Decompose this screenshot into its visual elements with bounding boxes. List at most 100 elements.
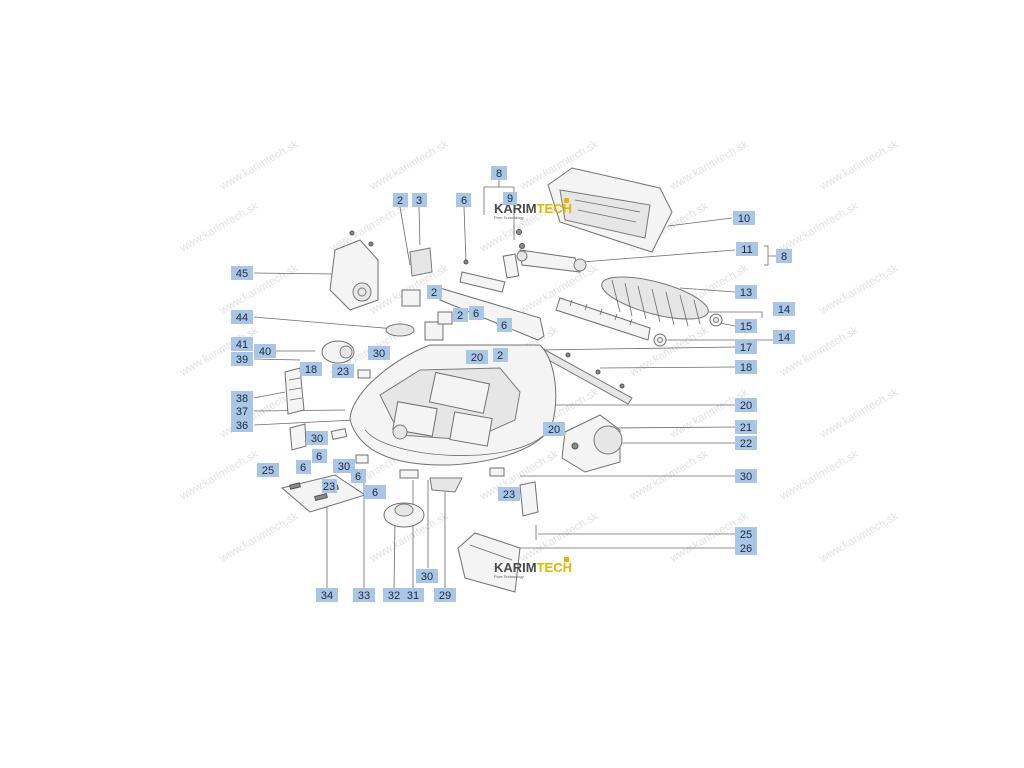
part-9-clip xyxy=(502,229,525,279)
callout-25: 25 xyxy=(735,527,757,541)
callout-6: 6 xyxy=(312,449,327,463)
watermark-text: www.karimtech.sk xyxy=(817,510,901,565)
callout-26: 26 xyxy=(735,541,757,555)
callout-3: 3 xyxy=(412,193,427,207)
svg-text:6: 6 xyxy=(461,195,467,207)
svg-text:13: 13 xyxy=(740,287,752,299)
part-32-wheel xyxy=(383,502,425,528)
callout-2: 2 xyxy=(493,348,508,362)
callout-11: 11 xyxy=(736,242,758,256)
parts-layer xyxy=(280,167,723,593)
callout-13: 13 xyxy=(735,285,757,299)
svg-text:23: 23 xyxy=(323,481,335,493)
callout-41: 41 xyxy=(231,337,253,351)
watermark-text: www.karimtech.sk xyxy=(217,510,301,565)
callout-30: 30 xyxy=(333,459,355,473)
part-13-main-brush xyxy=(601,276,723,327)
part-36-bracket xyxy=(289,423,307,451)
svg-text:44: 44 xyxy=(236,312,248,324)
callout-21: 21 xyxy=(735,420,757,434)
svg-text:45: 45 xyxy=(236,268,248,280)
callout-6: 6 xyxy=(497,318,512,332)
callout-17: 17 xyxy=(735,340,757,354)
callout-6: 6 xyxy=(351,469,366,483)
part-21-drive xyxy=(561,414,623,473)
callout-2: 2 xyxy=(427,285,442,299)
watermark-text: www.karimtech.sk xyxy=(667,138,751,193)
watermark-text: www.karimtech.sk xyxy=(817,386,901,441)
callout-9: 9 xyxy=(503,192,517,205)
callout-33: 33 xyxy=(353,588,375,602)
callout-8-right: 8 xyxy=(776,249,792,263)
part-30-clips xyxy=(330,369,505,479)
callout-32: 32 xyxy=(383,588,405,602)
svg-text:37: 37 xyxy=(236,406,248,418)
part-15-blade-brush xyxy=(555,297,667,347)
callout-labels: 8 9 2 3 6 10 11 8 45 13 2 14 44 2 6 6 15… xyxy=(231,166,795,602)
svg-text:32: 32 xyxy=(388,590,400,602)
svg-text:6: 6 xyxy=(316,451,322,463)
callout-44: 44 xyxy=(231,310,253,324)
svg-text:36: 36 xyxy=(236,420,248,432)
svg-text:KARIMTECH: KARIMTECH xyxy=(494,560,572,575)
callout-36: 36 xyxy=(231,418,253,432)
watermark-text: www.karimtech.sk xyxy=(777,200,861,255)
svg-text:21: 21 xyxy=(740,422,752,434)
watermark-text: www.karimtech.sk xyxy=(177,448,261,503)
callout-34: 34 xyxy=(316,588,338,602)
svg-text:34: 34 xyxy=(321,590,333,602)
callout-29: 29 xyxy=(434,588,456,602)
callout-8-top: 8 xyxy=(491,166,507,180)
svg-text:17: 17 xyxy=(740,342,752,354)
callout-37: 37 xyxy=(231,404,253,418)
svg-text:6: 6 xyxy=(473,308,479,320)
svg-text:30: 30 xyxy=(740,471,752,483)
svg-text:25: 25 xyxy=(262,465,274,477)
callout-6: 6 xyxy=(456,193,471,207)
svg-text:2: 2 xyxy=(397,195,403,207)
part-chassis xyxy=(349,344,557,466)
svg-text:8: 8 xyxy=(496,168,502,180)
part-6-plate xyxy=(459,259,506,293)
svg-text:41: 41 xyxy=(236,339,248,351)
part-44-gear xyxy=(385,323,415,337)
watermark-text: www.karimtech.sk xyxy=(217,138,301,193)
callout-6: 6 xyxy=(296,460,311,474)
callout-14: 14 xyxy=(773,330,795,344)
callout-6: 6 xyxy=(469,306,484,320)
watermark-text: www.karimtech.sk xyxy=(517,510,601,565)
part-26-battery xyxy=(457,532,521,593)
svg-text:14: 14 xyxy=(778,332,790,344)
svg-text:30: 30 xyxy=(311,433,323,445)
svg-text:6: 6 xyxy=(372,487,378,499)
svg-text:6: 6 xyxy=(300,462,306,474)
svg-text:22: 22 xyxy=(740,438,752,450)
callout-23: 30 xyxy=(735,469,757,483)
svg-text:29: 29 xyxy=(439,590,451,602)
callout-40: 40 xyxy=(254,344,276,358)
svg-text:18: 18 xyxy=(305,364,317,376)
svg-text:25: 25 xyxy=(740,529,752,541)
watermark-text: www.karimtech.sk xyxy=(627,448,711,503)
svg-text:26: 26 xyxy=(740,543,752,555)
part-30-bracket xyxy=(519,481,539,540)
svg-text:2: 2 xyxy=(457,310,463,322)
svg-text:2: 2 xyxy=(431,287,437,299)
svg-text:3: 3 xyxy=(416,195,422,207)
svg-text:15: 15 xyxy=(740,321,752,333)
watermark-text: www.karimtech.sk xyxy=(177,324,261,379)
callout-25: 25 xyxy=(257,463,279,477)
svg-text:20: 20 xyxy=(740,400,752,412)
svg-text:11: 11 xyxy=(741,244,752,256)
svg-text:Pure Technology: Pure Technology xyxy=(494,574,524,579)
svg-text:14: 14 xyxy=(778,304,790,316)
callout-2: 2 xyxy=(453,308,468,322)
callout-15: 15 xyxy=(735,319,757,333)
callout-38: 38 xyxy=(231,391,253,405)
callout-30: 30 xyxy=(416,569,438,583)
watermark-text: www.karimtech.sk xyxy=(817,138,901,193)
svg-text:38: 38 xyxy=(236,393,248,405)
svg-text:2: 2 xyxy=(497,350,503,362)
callout-30: 30 xyxy=(368,346,390,360)
svg-text:9: 9 xyxy=(507,193,513,205)
